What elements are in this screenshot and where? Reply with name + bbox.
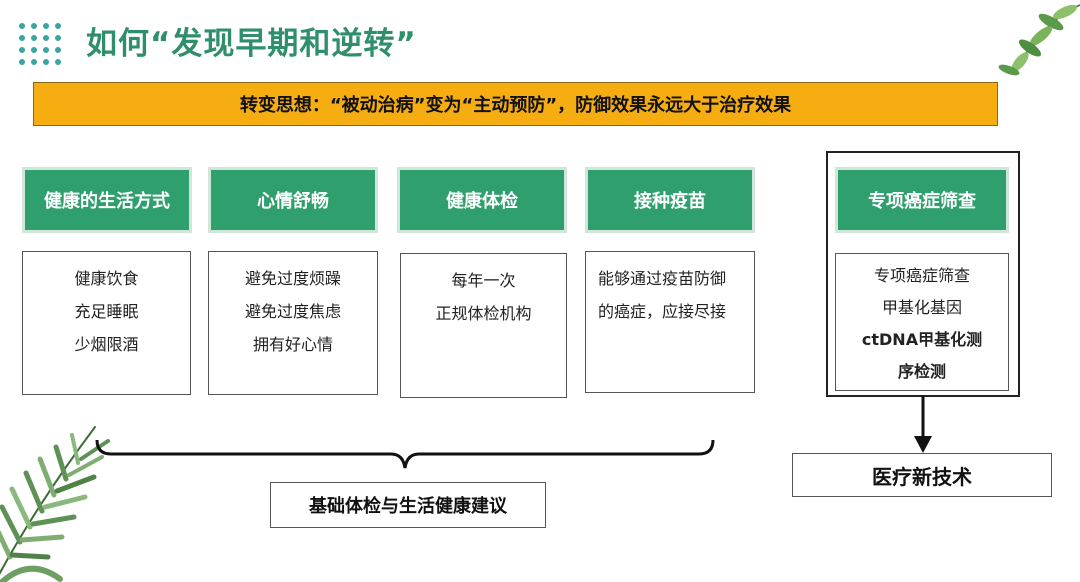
basic-checkup-advice-box: 基础体检与生活健康建议 [270, 482, 546, 528]
category-header-screening: 专项癌症筛查 [835, 167, 1009, 233]
grouping-brace [95, 439, 715, 469]
detail-line: 专项癌症筛查 [873, 266, 970, 285]
detail-line: 充足睡眠 [74, 302, 139, 321]
banner: 转变思想：“被动治病”变为“主动预防”，防御效果永远大于治疗效果 [33, 82, 998, 126]
category-header-mood: 心情舒畅 [208, 167, 378, 233]
medical-new-tech-box: 医疗新技术 [792, 453, 1052, 497]
detail-line: 序检测 [897, 362, 946, 381]
detail-line: 每年一次 [451, 271, 516, 290]
detail-line: 甲基化基因 [881, 298, 962, 317]
detail-box-screening: 专项癌症筛查 甲基化基因 ctDNA甲基化测 序检测 [835, 253, 1009, 391]
detail-line: 避免过度焦虑 [244, 302, 341, 321]
leaf-decoration-icon [998, 4, 1080, 76]
arrow-down-icon [914, 396, 932, 453]
detail-line: 健康饮食 [74, 269, 139, 288]
palm-leaf-decoration-icon [0, 426, 110, 582]
category-header-lifestyle: 健康的生活方式 [22, 167, 192, 233]
detail-line: 拥有好心情 [252, 335, 333, 354]
category-header-checkup: 健康体检 [397, 167, 567, 233]
category-header-vaccine: 接种疫苗 [585, 167, 755, 233]
detail-box-mood: 避免过度烦躁 避免过度焦虑 拥有好心情 [208, 251, 378, 395]
detail-box-checkup: 每年一次 正规体检机构 [400, 253, 567, 398]
detail-line: ctDNA甲基化测 [861, 330, 983, 349]
detail-line: 正规体检机构 [435, 304, 532, 323]
dot-grid-decoration [19, 23, 61, 65]
detail-line: 的癌症，应接尽接 [598, 302, 727, 321]
page-title: 如何“发现早期和逆转” [86, 26, 417, 62]
detail-box-vaccine: 能够通过疫苗防御 的癌症，应接尽接 [585, 251, 755, 393]
detail-line: 少烟限酒 [74, 335, 139, 354]
detail-box-lifestyle: 健康饮食 充足睡眠 少烟限酒 [22, 251, 191, 395]
detail-line: 能够通过疫苗防御 [598, 269, 727, 288]
detail-line: 避免过度烦躁 [244, 269, 341, 288]
